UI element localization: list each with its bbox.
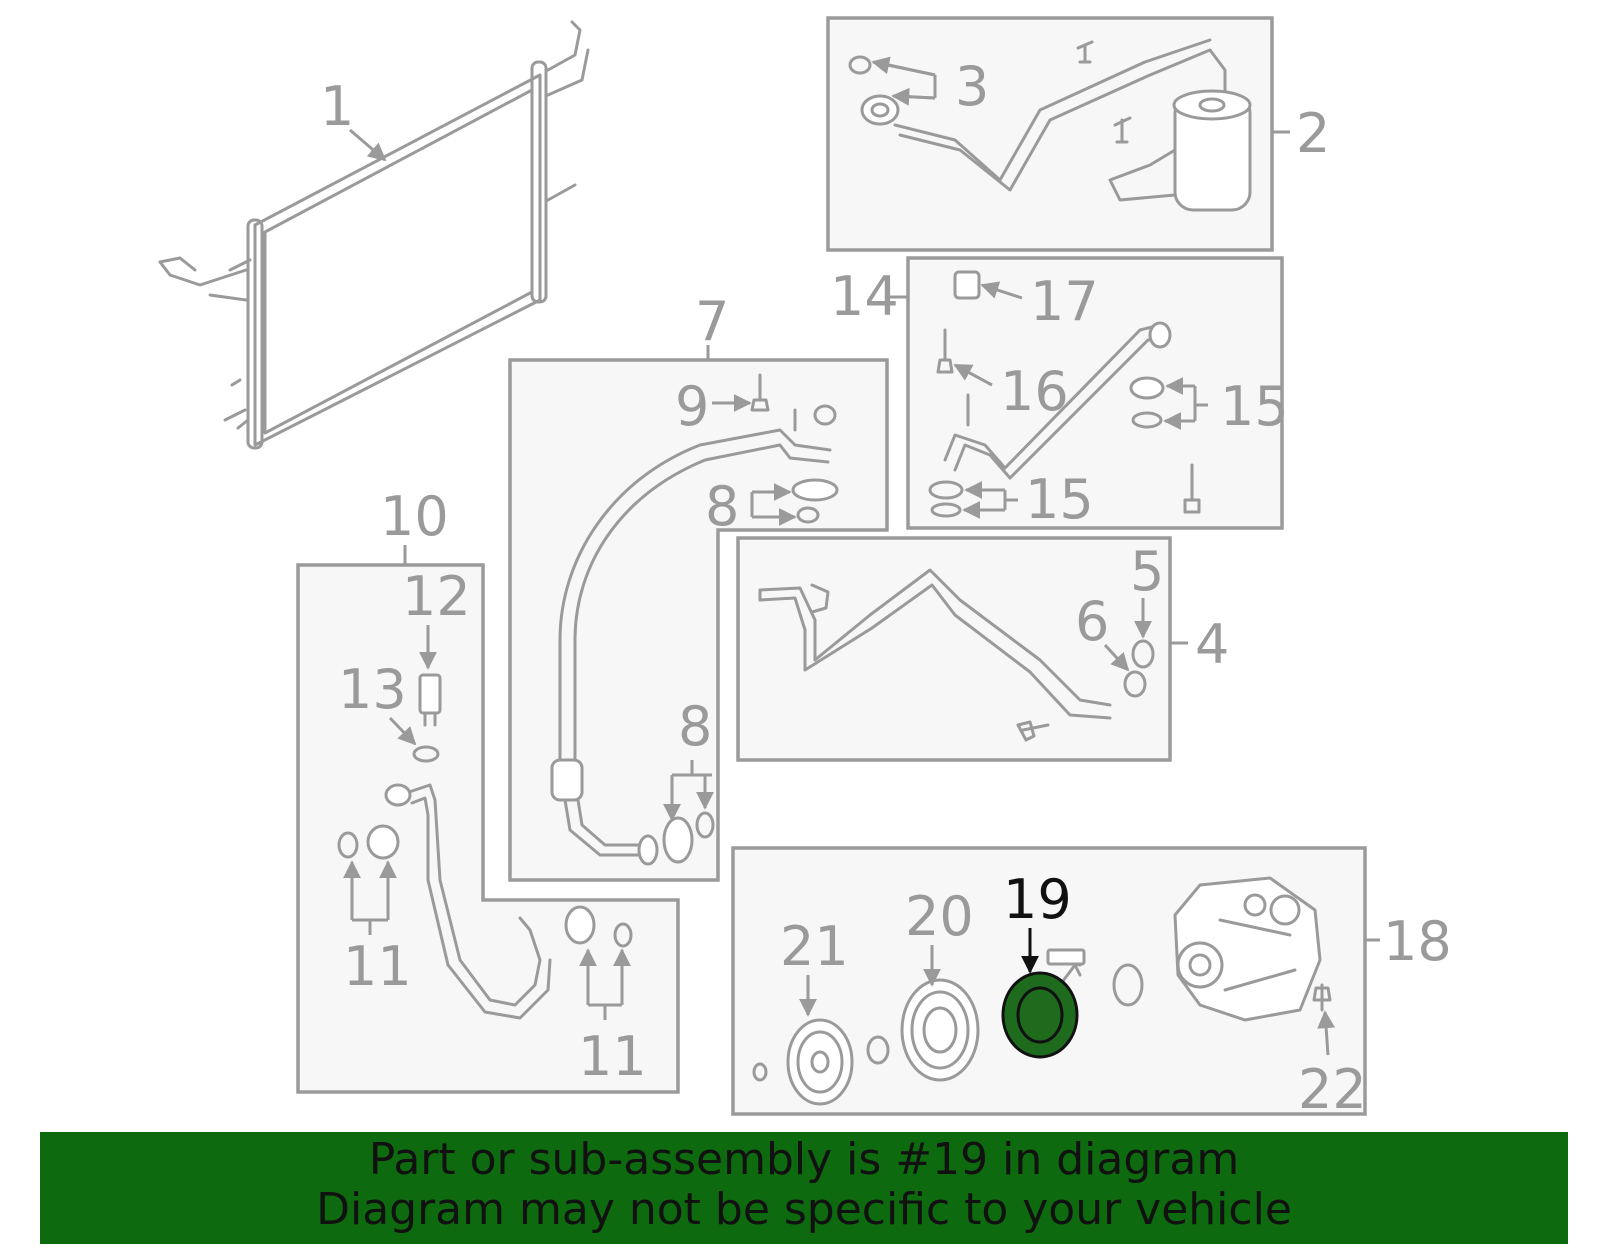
callout-2: 2: [1272, 102, 1330, 165]
svg-text:22: 22: [1298, 1058, 1367, 1121]
svg-text:2: 2: [1296, 102, 1330, 165]
svg-text:8: 8: [678, 695, 712, 758]
pressure-line-part-10: [337, 673, 633, 1020]
callout-7: 7: [695, 290, 729, 360]
svg-text:9: 9: [675, 375, 709, 438]
svg-text:14: 14: [830, 265, 899, 328]
callout-19: 19: [1003, 868, 1072, 974]
info-banner: Part or sub-assembly is #19 in diagram D…: [40, 1132, 1568, 1244]
callout-11b: 11: [578, 948, 647, 1088]
svg-text:20: 20: [905, 885, 974, 948]
callout-8a: 8: [705, 475, 797, 538]
svg-text:15: 15: [1220, 375, 1289, 438]
callout-15b: 15: [962, 468, 1094, 531]
svg-text:8: 8: [705, 475, 739, 538]
svg-text:11: 11: [343, 935, 412, 998]
svg-text:21: 21: [780, 915, 849, 978]
callout-4: 4: [1170, 613, 1229, 676]
svg-text:19: 19: [1003, 868, 1072, 931]
svg-text:3: 3: [955, 55, 989, 118]
liquid-line-part-14: [928, 270, 1201, 518]
svg-text:5: 5: [1130, 540, 1164, 603]
banner-line-2: Diagram may not be specific to your vehi…: [316, 1184, 1292, 1235]
callout-18: 18: [1365, 910, 1452, 973]
receiver-drier-part-2: [848, 38, 1252, 212]
compressor-part-18: [752, 876, 1332, 1106]
svg-text:1: 1: [320, 75, 354, 138]
callout-12: 12: [402, 565, 471, 670]
callout-15a: 15: [1163, 375, 1289, 438]
discharge-hose-part-7: [550, 373, 839, 866]
callout-8b: 8: [663, 695, 714, 822]
svg-text:4: 4: [1195, 613, 1229, 676]
svg-text:6: 6: [1075, 590, 1109, 653]
callout-5: 5: [1130, 540, 1164, 639]
svg-text:7: 7: [695, 290, 729, 353]
svg-text:11: 11: [578, 1025, 647, 1088]
callout-13: 13: [338, 658, 417, 746]
svg-text:15: 15: [1025, 468, 1094, 531]
callout-14: 14: [830, 265, 908, 328]
svg-text:13: 13: [338, 658, 407, 721]
callout-10: 10: [380, 485, 449, 565]
callout-22: 22: [1298, 1010, 1367, 1121]
svg-text:18: 18: [1383, 910, 1452, 973]
suction-line-part-4: [758, 568, 1155, 742]
svg-text:17: 17: [1030, 270, 1099, 333]
callout-9: 9: [675, 375, 752, 438]
callout-21: 21: [780, 915, 849, 1017]
callout-1: 1: [320, 75, 387, 162]
svg-text:12: 12: [402, 565, 471, 628]
callout-6: 6: [1075, 590, 1130, 672]
callout-11a: 11: [343, 860, 412, 998]
condenser-part-1: [158, 20, 590, 450]
clutch-coil-part-19: [1001, 948, 1086, 1059]
callout-3: 3: [871, 55, 989, 118]
banner-line-1: Part or sub-assembly is #19 in diagram: [368, 1134, 1240, 1185]
group-box-4: [736, 536, 1172, 762]
callout-16: 16: [953, 360, 1069, 423]
callout-20: 20: [905, 885, 974, 987]
svg-text:10: 10: [380, 485, 449, 548]
callout-17: 17: [980, 270, 1099, 333]
svg-text:16: 16: [1000, 360, 1069, 423]
